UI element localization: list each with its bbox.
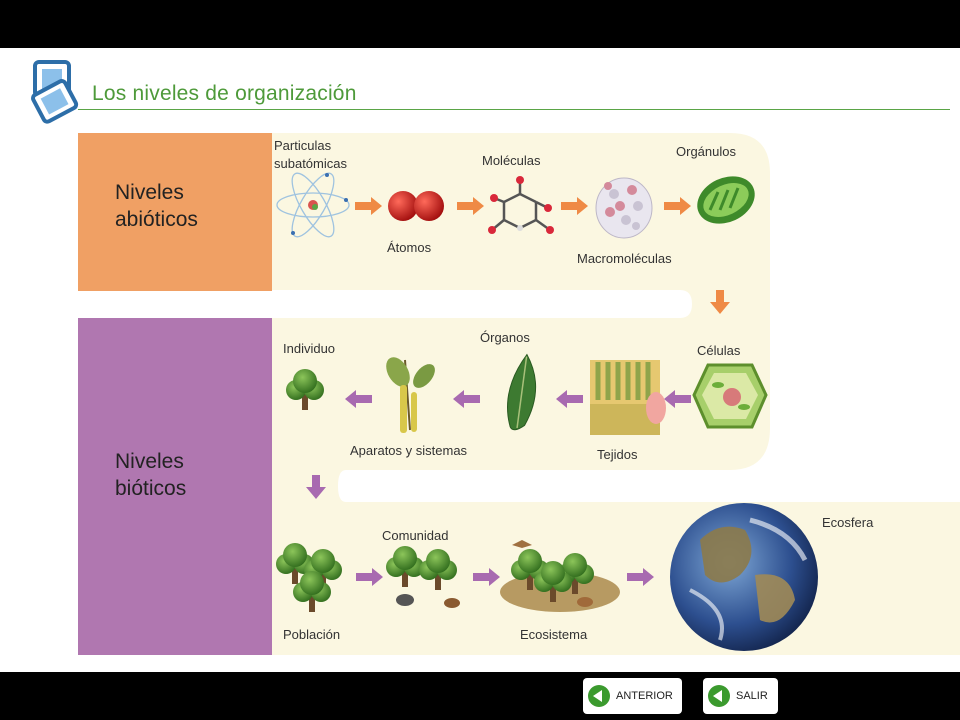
macromolecule-icon — [595, 177, 653, 239]
organelle-icon — [697, 176, 755, 224]
label-molecules: Moléculas — [482, 153, 541, 168]
anterior-button[interactable]: ANTERIOR — [583, 678, 682, 714]
top-bar — [0, 0, 960, 48]
label-ecosphere: Ecosfera — [822, 515, 874, 530]
community-icon — [386, 546, 460, 608]
page-title: Los niveles de organización — [92, 82, 357, 105]
title-divider — [78, 109, 950, 110]
atoms-icon — [388, 191, 444, 221]
tissue-icon — [590, 360, 666, 435]
cell-icon — [692, 363, 768, 429]
label-atoms: Átomos — [387, 240, 432, 255]
label-macromolecules: Macromoléculas — [577, 251, 672, 266]
earth-icon — [670, 503, 818, 651]
label-subatomic-particles: Particulas subatómicas — [274, 138, 347, 171]
back-arrow-icon — [708, 685, 730, 707]
ecosystem-icon — [500, 540, 620, 612]
label-community: Comunidad — [382, 528, 449, 543]
biotic-levels-label: Niveles bióticos — [115, 450, 187, 500]
label-individual: Individuo — [283, 341, 336, 356]
back-arrow-icon — [588, 685, 610, 707]
label-ecosystem: Ecosistema — [520, 627, 588, 642]
label-organs: Órganos — [480, 330, 530, 345]
leaf-icon — [507, 353, 537, 431]
salir-button[interactable]: SALIR — [703, 678, 778, 714]
flower-system-icon — [386, 357, 435, 433]
label-population: Población — [283, 627, 341, 642]
arrow-down-icon — [710, 290, 730, 314]
bottom-bar — [0, 672, 960, 720]
biotic-block — [78, 318, 272, 655]
arrow-down-icon — [306, 475, 326, 499]
label-organelles: Orgánulos — [676, 144, 736, 159]
label-cells: Células — [697, 343, 741, 358]
book-logo-icon — [31, 60, 79, 124]
label-systems: Aparatos y sistemas — [350, 443, 468, 458]
label-tissues: Tejidos — [597, 447, 638, 462]
abiotic-block — [78, 133, 272, 291]
atom-icon — [276, 172, 350, 238]
molecule-icon — [488, 176, 554, 234]
abiotic-levels-label: Niveles abióticos — [115, 181, 198, 231]
